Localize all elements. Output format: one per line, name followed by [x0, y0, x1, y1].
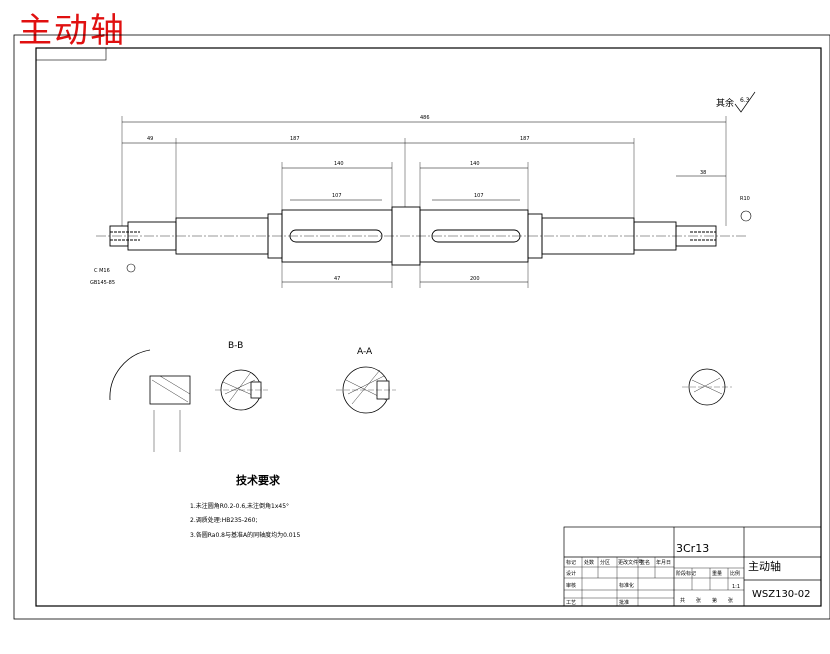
tech-req-item-3: 3.各圆Ra0.8与基准A的同轴度均为0.015: [190, 531, 300, 539]
shaft-main-view: [96, 116, 748, 288]
dim-key-a: 107: [332, 193, 342, 199]
title-block: [563, 526, 822, 607]
dim-center-b: 140: [470, 161, 480, 167]
dim-left-end: 49: [147, 136, 153, 142]
tb-row-left-1: 设计: [566, 570, 576, 577]
tb-stage-1: 重量: [712, 570, 722, 577]
surface-finish-note: 其余: [716, 97, 734, 109]
tb-row-left-2: 审核: [566, 582, 576, 589]
tb-sheet-3: 张: [728, 597, 733, 604]
tb-stage-0: 阶段标记: [676, 570, 696, 577]
dim-center-a: 140: [334, 161, 344, 167]
tb-row-mid-0: 标准化: [619, 582, 634, 589]
tb-row-mid-1: 批准: [619, 599, 629, 606]
section-b-label: B-B: [228, 341, 243, 351]
tb-header-5: 年月日: [656, 559, 671, 566]
dim-under-b: 200: [470, 276, 480, 282]
section-a-label: A-A: [357, 347, 373, 357]
tech-req-item-1: 1.未注圆角R0.2-0.6,未注倒角1x45°: [190, 502, 289, 510]
tb-header-0: 标记: [566, 559, 576, 566]
datum-circle-left: [126, 263, 136, 273]
tb-header-4: 签名: [640, 559, 650, 566]
corner-box: [35, 47, 107, 61]
tb-header-3: 更改文件号: [618, 559, 643, 566]
tb-material: 3Cr13: [676, 542, 709, 555]
tech-req-heading: 技术要求: [236, 473, 281, 487]
tech-req-item-2: 2.调质处理:HB235-260;: [190, 516, 257, 524]
outer-border: [13, 34, 830, 620]
drawing-title: 主动轴: [18, 11, 126, 51]
datum-circle-right: [740, 210, 752, 222]
tb-sheet-0: 共: [680, 597, 685, 604]
tb-drawing-number: WSZ130-02: [752, 589, 811, 600]
tb-sheet-1: 张: [696, 597, 701, 604]
section-a-view: [336, 366, 396, 414]
dim-right-end: 38: [700, 170, 706, 176]
tb-header-2: 分区: [600, 559, 610, 566]
section-right-view: [682, 368, 732, 406]
dim-under-a: 47: [334, 276, 340, 282]
note-center-hole: C M16: [94, 268, 110, 274]
note-gb: GB145-85: [90, 280, 115, 286]
dim-left-span: 187: [290, 136, 300, 142]
dim-right-span: 187: [520, 136, 530, 142]
section-b-view: [215, 369, 268, 411]
detail-left-view: [109, 349, 191, 452]
dim-key-b: 107: [474, 193, 484, 199]
tb-header-1: 处数: [584, 559, 594, 566]
tb-scale: 1:1: [732, 584, 740, 590]
tb-sheet-2: 第: [712, 597, 717, 604]
roughness-symbol: [734, 91, 756, 113]
surface-finish-value: 6.3: [740, 97, 750, 104]
note-radius: R10: [740, 196, 750, 202]
inner-border: [35, 47, 822, 607]
tb-part-name: 主动轴: [748, 559, 781, 573]
dim-overall: 486: [420, 115, 430, 121]
tb-stage-2: 比例: [730, 570, 740, 577]
tb-row-left-3: 工艺: [566, 600, 576, 606]
